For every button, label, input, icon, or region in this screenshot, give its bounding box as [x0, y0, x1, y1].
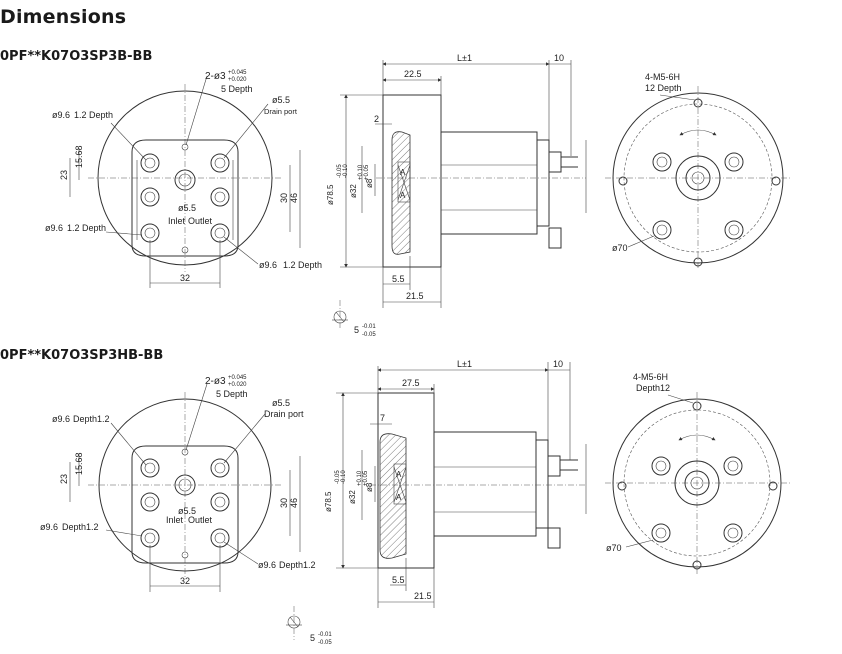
drain-diameter: ø5.5 [272, 95, 290, 105]
outlet-label: Outlet [188, 515, 213, 525]
section-a-label-2: A [396, 493, 402, 502]
dim-15-68: 15.68 [74, 145, 84, 168]
shaft-diameter-label: ø8 [365, 482, 374, 492]
inlet-label: Inlet [166, 515, 184, 525]
port-tol-bottom: +0.020 [228, 77, 247, 83]
outer-diameter-label: ø78.5 [326, 184, 335, 205]
drain-port-label: Drain port [264, 409, 304, 419]
spot-depth-2: Depth1.2 [62, 522, 99, 532]
bolt-circle-label: ø70 [612, 243, 628, 253]
spot-face-3: ø9.6 [259, 260, 277, 270]
dim-5-5-label: 5.5 [392, 274, 405, 284]
drawing-set-1: 2-ø3 +0.045 +0.020 5 Depth ø5.5 Drain po… [45, 53, 792, 338]
drain-diameter: ø5.5 [272, 398, 290, 408]
dim-21-5-label: 21.5 [414, 591, 432, 601]
spot-depth-1: 1.2 Depth [74, 110, 113, 120]
tap-depth-label: Depth12 [636, 383, 670, 393]
dim-32: 32 [180, 576, 190, 586]
port-tol-top: +0.045 [228, 375, 247, 381]
flat-tol: -0.01 [362, 324, 376, 330]
port-holes-label: 2-ø3 [205, 71, 226, 82]
pilot-diameter-tol: +0.10 [358, 164, 364, 180]
side-view: L±1 10 27.5 7 ø78.5 -0.05 -0.10 ø32 +0.1… [286, 359, 587, 646]
spot-depth-3: 1.2 Depth [283, 260, 322, 270]
outlet-label: Outlet [188, 216, 213, 226]
spot-face-2: ø9.6 [45, 223, 63, 233]
tap-depth-label: 12 Depth [645, 83, 682, 93]
pilot-diameter-tol2: +0.05 [364, 164, 370, 180]
port-depth-label: 5 Depth [221, 84, 253, 94]
dim-23: 23 [59, 474, 69, 484]
section-a-label-2: A [400, 191, 406, 200]
dim-10-label: 10 [554, 53, 564, 63]
bolt-circle-label: ø70 [606, 543, 622, 553]
side-view: L±1 10 22.5 2 ø78.5 -0.05 -0.10 ø32 +0.1… [326, 53, 587, 338]
spot-depth-3: Depth1.2 [279, 560, 316, 570]
dim-32: 32 [180, 273, 190, 283]
model-number-2: 0PF**K07O3SP3HB-BB [0, 348, 164, 363]
section-a-label: A [396, 470, 402, 479]
rear-view: 4-M5-6H 12 Depth ø70 [605, 72, 792, 270]
spot-depth-1: Depth1.2 [73, 414, 110, 424]
port-tol-bottom: +0.020 [228, 382, 247, 388]
pilot-diameter-label: ø32 [349, 184, 358, 198]
pilot-diameter-tol: +0.10 [357, 470, 363, 486]
dim-30: 30 [279, 193, 289, 203]
shaft-flat-detail: 5 -0.01 -0.05 [286, 606, 332, 646]
dim-46: 46 [289, 193, 299, 203]
flat-label: 5 [354, 325, 359, 335]
port-holes-label: 2-ø3 [205, 376, 226, 387]
dim-7-label: 7 [380, 413, 385, 423]
dim-15-68: 15.68 [74, 452, 84, 475]
length-label: L±1 [457, 53, 472, 63]
front-view: 2-ø3 +0.045 +0.020 5 Depth ø5.5 Drain po… [40, 375, 316, 592]
tap-label: 4-M5-6H [633, 372, 668, 382]
spot-face-2: ø9.6 [40, 522, 58, 532]
tap-label: 4-M5-6H [645, 72, 680, 82]
center-hole-label: ø5.5 [178, 203, 196, 213]
flat-tol2: -0.05 [362, 332, 376, 338]
center-hole-label: ø5.5 [178, 506, 196, 516]
flange-depth-label: 22.5 [404, 69, 422, 79]
dim-10-label: 10 [553, 359, 563, 369]
dim-46: 46 [289, 498, 299, 508]
pilot-diameter-label: ø32 [348, 490, 357, 504]
dim-30: 30 [279, 498, 289, 508]
front-view: 2-ø3 +0.045 +0.020 5 Depth ø5.5 Drain po… [45, 70, 322, 288]
outer-diameter-tol: -0.05 [335, 470, 341, 484]
page-title: Dimensions [0, 6, 127, 28]
rear-view: 4-M5-6H Depth12 ø70 [605, 372, 790, 575]
spot-face-3: ø9.6 [258, 560, 276, 570]
drain-port-label: Drain port [264, 107, 298, 116]
outer-diameter-tol2: -0.10 [341, 470, 347, 484]
shaft-diameter-label: ø8 [365, 178, 374, 188]
spot-face-1: ø9.6 [52, 110, 70, 120]
dim-21-5-label: 21.5 [406, 291, 424, 301]
flange-depth-label: 27.5 [402, 378, 420, 388]
dim-5-5-label: 5.5 [392, 575, 405, 585]
flat-tol2: -0.05 [318, 640, 332, 646]
flat-label: 5 [310, 633, 315, 643]
outer-diameter-tol: -0.05 [337, 164, 343, 178]
flat-tol: -0.01 [318, 632, 332, 638]
pilot-diameter-tol2: +0.05 [363, 470, 369, 486]
spot-depth-2: 1.2 Depth [67, 223, 106, 233]
port-tol-top: +0.045 [228, 70, 247, 76]
spot-face-1: ø9.6 [52, 414, 70, 424]
dim-23: 23 [59, 170, 69, 180]
length-label: L±1 [457, 359, 472, 369]
port-depth-label: 5 Depth [216, 389, 248, 399]
section-a-label: A [400, 168, 406, 177]
outer-diameter-label: ø78.5 [324, 491, 333, 512]
shaft-flat-detail: 5 -0.01 -0.05 [332, 300, 376, 338]
inlet-label: Inlet [168, 216, 186, 226]
model-number-1: 0PF**K07O3SP3B-BB [0, 49, 153, 64]
dim-2-label: 2 [374, 114, 379, 124]
drawing-set-2: 2-ø3 +0.045 +0.020 5 Depth ø5.5 Drain po… [40, 359, 790, 646]
outer-diameter-tol2: -0.10 [343, 164, 349, 178]
